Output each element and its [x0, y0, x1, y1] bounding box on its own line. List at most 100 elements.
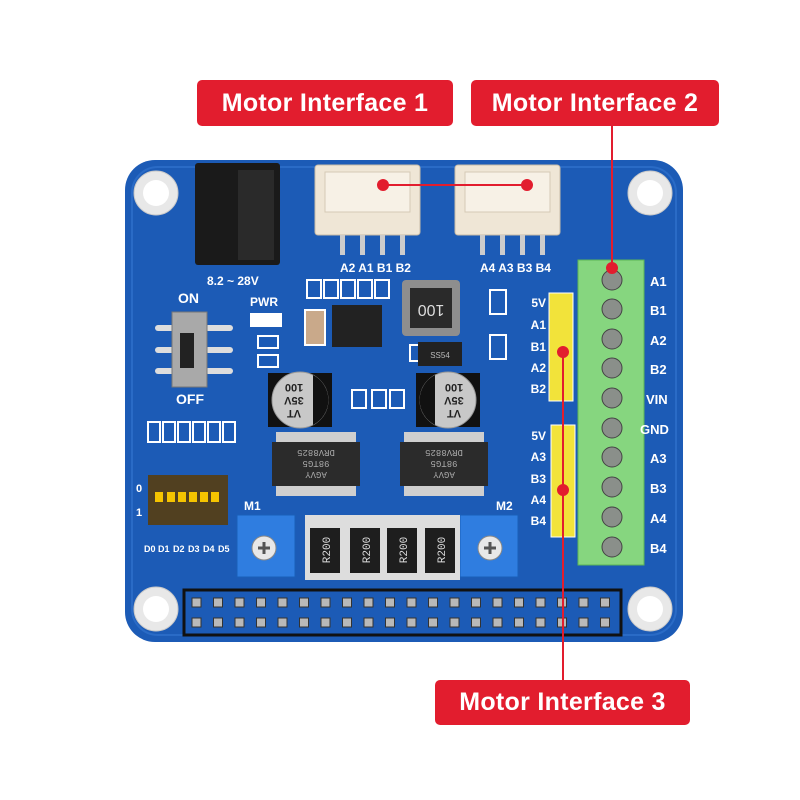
gpio-pin — [234, 617, 245, 628]
gpio-pin — [428, 597, 438, 608]
svg-text:A1: A1 — [531, 318, 547, 332]
svg-text:A4: A4 — [650, 511, 667, 526]
svg-text:98TG5: 98TG5 — [430, 458, 457, 468]
gpio-pin — [234, 597, 245, 608]
m1-label: M1 — [244, 499, 261, 513]
gpio-pin — [299, 617, 309, 628]
svg-text:B2: B2 — [531, 382, 547, 396]
power-switch — [155, 311, 233, 388]
potentiometer-m2[interactable] — [459, 514, 519, 578]
svg-text:A2: A2 — [650, 333, 667, 348]
svg-text:B4: B4 — [531, 514, 547, 528]
svg-text:B3: B3 — [531, 472, 547, 486]
svg-text:SS54: SS54 — [430, 351, 450, 360]
svg-text:5V: 5V — [531, 296, 546, 310]
inductor: 100 — [402, 280, 460, 336]
gpio-pin — [600, 597, 610, 608]
capacitor-2: VT 35V 100 — [416, 371, 480, 429]
sense-resistors: R200 R200 R200 R200 — [305, 515, 460, 580]
gpio-pin — [578, 597, 589, 608]
gpio-pin — [277, 617, 288, 628]
gpio-pin — [449, 597, 460, 608]
svg-text:B2: B2 — [650, 362, 667, 377]
svg-text:D3: D3 — [188, 544, 200, 554]
callout-motor-interface-1: Motor Interface 1 — [197, 80, 453, 126]
potentiometer-m1[interactable] — [236, 514, 296, 578]
svg-text:R200: R200 — [399, 537, 411, 563]
gpio-pin — [191, 617, 202, 628]
screw-terminal — [577, 259, 645, 566]
svg-text:AGVY: AGVY — [433, 469, 455, 479]
svg-text:D2: D2 — [173, 544, 185, 554]
svg-text:R200: R200 — [322, 537, 334, 563]
gpio-pin — [449, 617, 460, 628]
gpio-pin — [514, 597, 524, 608]
gpio-pin — [277, 597, 288, 608]
gpio-pin — [320, 617, 331, 628]
gpio-pin — [385, 617, 395, 628]
gpio-pin — [213, 617, 223, 628]
svg-text:DRV8825: DRV8825 — [297, 447, 335, 457]
svg-text:5V: 5V — [531, 429, 546, 443]
svg-text:B4: B4 — [650, 541, 667, 556]
gpio-pin — [578, 617, 589, 628]
gpio-pin — [406, 597, 417, 608]
svg-text:D5: D5 — [218, 544, 230, 554]
gpio-pin — [492, 597, 503, 608]
gpio-pin — [471, 597, 481, 608]
svg-text:AGVY: AGVY — [305, 469, 327, 479]
svg-text:98TG5: 98TG5 — [302, 458, 329, 468]
svg-text:A3: A3 — [650, 451, 667, 466]
gpio-pin — [385, 597, 395, 608]
dip-switch[interactable] — [148, 475, 228, 525]
gpio-pin — [342, 597, 352, 608]
svg-text:35V: 35V — [444, 394, 464, 406]
terminal-labels: A1 B1 A2 B2 VIN GND A3 B3 A4 B4 — [640, 274, 669, 556]
pwr-led — [250, 313, 282, 327]
svg-text:100: 100 — [418, 301, 445, 318]
switch-on-label: ON — [178, 290, 199, 306]
svg-text:VIN: VIN — [646, 392, 668, 407]
svg-text:100: 100 — [285, 381, 303, 393]
dip-0-label: 0 — [136, 483, 142, 495]
motor-connector-2 — [454, 164, 561, 255]
switch-off-label: OFF — [176, 391, 204, 407]
gpio-pin — [256, 617, 266, 628]
gpio-pin — [299, 597, 309, 608]
svg-text:R200: R200 — [362, 537, 374, 563]
svg-text:GND: GND — [640, 422, 669, 437]
gpio-pin — [535, 617, 546, 628]
svg-text:A1: A1 — [650, 274, 667, 289]
svg-text:B1: B1 — [650, 303, 667, 318]
svg-text:A4: A4 — [531, 493, 547, 507]
dip-labels: D0 D1 D2 D3 D4 D5 — [144, 544, 230, 554]
gpio-pin — [213, 597, 223, 608]
m2-label: M2 — [496, 499, 513, 513]
gpio-pin — [600, 617, 610, 628]
gpio-pin — [191, 597, 202, 608]
gpio-pin — [428, 617, 438, 628]
gpio-pin — [406, 617, 417, 628]
gpio-pin — [471, 617, 481, 628]
header-1-labels: 5V A1 B1 A2 B2 — [531, 296, 547, 396]
svg-text:D0: D0 — [144, 544, 156, 554]
svg-text:100: 100 — [445, 381, 463, 393]
svg-text:A3: A3 — [531, 450, 547, 464]
header-2-labels: 5V A3 B3 A4 B4 — [531, 429, 547, 528]
capacitor-1: VT 35V 100 — [268, 371, 332, 429]
mounting-holes — [133, 170, 673, 632]
svg-text:35V: 35V — [284, 394, 304, 406]
driver-chip-m1: AGVY 98TG5 DRV8825 — [272, 432, 360, 496]
svg-text:B3: B3 — [650, 481, 667, 496]
svg-text:VT: VT — [447, 407, 461, 419]
gpio-pin — [256, 597, 266, 608]
power-range-label: 8.2 ~ 28V — [207, 274, 259, 288]
gpio-pin — [514, 617, 524, 628]
callout-motor-interface-3: Motor Interface 3 — [435, 680, 690, 725]
smd-components — [147, 279, 507, 443]
dip-1-label: 1 — [136, 507, 142, 519]
svg-text:DRV8825: DRV8825 — [425, 447, 463, 457]
svg-text:D1: D1 — [158, 544, 170, 554]
gpio-pin — [363, 597, 374, 608]
gpio-pin — [492, 617, 503, 628]
